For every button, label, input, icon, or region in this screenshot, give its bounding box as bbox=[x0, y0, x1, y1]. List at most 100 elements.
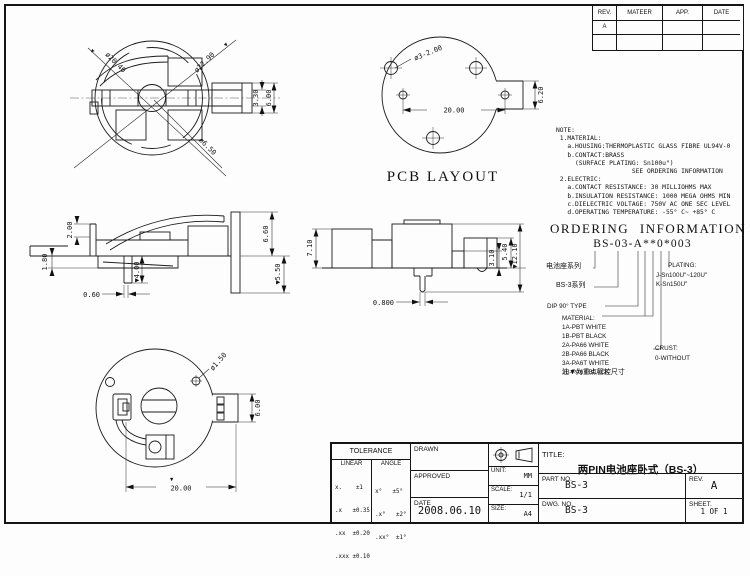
tolerance-title: TOLERANCE bbox=[332, 444, 410, 460]
note-line: a.HOUSING:THERMOPLASTIC GLASS FIBRE UL94… bbox=[556, 143, 731, 151]
material-option: 2A-PA66 WHITE bbox=[562, 342, 609, 349]
empty-cell bbox=[663, 35, 703, 50]
tolerance-linear-row: .x ±0.35 bbox=[335, 507, 370, 514]
key-mark-icon: ▼ bbox=[223, 41, 230, 48]
dim-bottom-tab: 6.00 bbox=[254, 400, 262, 417]
ordering-plating-option: K-Sn150U" bbox=[656, 281, 688, 288]
note-line: SEE ORDERING INFORMATION bbox=[556, 168, 723, 176]
date-value: 2008.06.10 bbox=[417, 505, 482, 517]
ordering-material-list: 1A-PBT WHITE 1B-PBT BLACK 2A-PA66 WHITE … bbox=[562, 323, 609, 377]
dim-top-tab-height: 6.00 bbox=[265, 90, 273, 107]
material-option: 1A-PBT WHITE bbox=[562, 324, 606, 331]
dim-sideb-540: 5.40 bbox=[501, 244, 509, 261]
ordering-plating-option: J-Sn100U"~120U" bbox=[656, 272, 708, 279]
tolerance-linear-row: .xxx ±0.10 bbox=[335, 553, 370, 560]
dim-top-tab-inner: 3.30 bbox=[252, 90, 260, 107]
dim-sidea-060: 0.60 bbox=[83, 291, 100, 299]
dim-sidea-180: 1.80 bbox=[41, 254, 49, 271]
note-line: c.DIELECTRIC VOLTAGE: 750V AC ONE SEC LE… bbox=[556, 200, 731, 208]
tolerance-linear-row: .xx ±0.20 bbox=[335, 530, 370, 537]
dim-sideb-710: 7.10 bbox=[306, 240, 314, 257]
dim-sidea-400: ▼4.00 bbox=[133, 261, 141, 282]
part-no-value: BS-3 bbox=[565, 480, 588, 491]
signature-section: DRAWN APPROVED DATE 2008.06.10 bbox=[411, 444, 489, 522]
drawn-label: DRAWN bbox=[414, 446, 439, 453]
tolerance-angle-row: x° ±5° bbox=[375, 489, 404, 496]
title-section: TITLE: 两PIN电池座卧式（BS-3） PART NO. BS-3 REV… bbox=[539, 444, 742, 524]
note-line: b.INSULATION RESISTANCE: 1000 MEGA OHMS … bbox=[556, 192, 731, 200]
unit-value: MM bbox=[523, 472, 532, 480]
revision-table: REV. MATEER APP. DATE A bbox=[592, 6, 744, 51]
dim-sideb-1210: ▼12.10 bbox=[511, 243, 519, 268]
dim-pcb-holes: ø3-2.00 bbox=[413, 44, 443, 62]
tolerance-linear-row: x. ±1 bbox=[335, 485, 363, 492]
pcb-layout-drawing: 20.00 6.20 ø3-2.00 PCB LAYOUT bbox=[380, 36, 545, 185]
dim-pcb-pitch: 20.00 bbox=[443, 107, 464, 115]
tolerance-angle-row: .xx° ±1° bbox=[375, 534, 407, 541]
app-col-header: APP. bbox=[663, 6, 703, 21]
empty-cell bbox=[617, 35, 663, 50]
ordering-information-title: ORDERING INFORMATION bbox=[550, 221, 746, 236]
part-no-label: PART NO. bbox=[542, 476, 572, 483]
material-option: 1B-PBT BLACK bbox=[562, 333, 607, 340]
dim-sideb-310: 3.10 bbox=[488, 250, 496, 267]
dim-sidea-550: ▼5.50 bbox=[274, 263, 282, 284]
title-block: TOLERANCE LINEAR x. ±1 .x ±0.35 .xx ±0.2… bbox=[330, 442, 744, 560]
note-line: d.OPERATING TEMPERATURE: -55° C~ +85° C bbox=[556, 209, 716, 217]
note-line: (SURFACE PLATING: Sn100u") bbox=[556, 159, 674, 167]
empty-cell bbox=[703, 21, 740, 35]
drawing-title: 两PIN电池座卧式（BS-3） bbox=[577, 464, 704, 476]
ordering-dip-label: DIP 90° TYPE bbox=[547, 303, 587, 310]
date-col-header: DATE bbox=[703, 6, 740, 21]
material-option: 3A-PA6T WHITE bbox=[562, 360, 610, 367]
dim-bottom-pitch: 20.00 bbox=[170, 485, 191, 493]
tolerance-section: TOLERANCE LINEAR x. ±1 .x ±0.35 .xx ±0.2… bbox=[332, 444, 411, 560]
bottom-view-drawing: ø1.50 ▼ 20.00 6.00 bbox=[95, 348, 262, 493]
tolerance-angle-row: .x° ±2° bbox=[375, 511, 407, 518]
side-view-b-drawing: 7.10 5.40 3.10 ▼12.10 0.800 bbox=[306, 219, 526, 307]
title-label: TITLE: bbox=[542, 450, 565, 459]
size-label: SIZE: bbox=[491, 506, 507, 512]
rev-value: A bbox=[710, 479, 718, 492]
pcb-layout-caption: PCB LAYOUT bbox=[387, 169, 499, 185]
tolerance-linear-header: LINEAR bbox=[340, 461, 363, 467]
key-mark-icon: ▼ bbox=[89, 48, 96, 55]
key-mark-icon: ▼ bbox=[170, 477, 174, 483]
note-line: 2.ELECTRIC: bbox=[556, 176, 602, 184]
empty-cell bbox=[593, 35, 617, 50]
sheet-value: 1 OF 1 bbox=[700, 507, 728, 516]
mateer-col-header: MATEER bbox=[617, 6, 663, 21]
ordering-material-title: MATERIAL: bbox=[562, 315, 595, 322]
date-label: DATE bbox=[414, 500, 431, 507]
ordering-key-note: 注▼为重点管控尺寸 bbox=[562, 369, 625, 376]
size-value: A4 bbox=[523, 510, 532, 518]
rev-value-cell: A bbox=[593, 20, 617, 35]
note-line: a.CONTACT RESISTANCE: 30 MILLIOHMS MAX bbox=[556, 184, 712, 192]
dim-pcb-tab: 6.20 bbox=[537, 87, 545, 104]
dim-sidea-2: 2.00 bbox=[66, 222, 74, 239]
ordering-crust-title: CRUST: bbox=[655, 345, 678, 352]
unit-label: UNIT: bbox=[491, 468, 506, 474]
empty-cell bbox=[617, 20, 663, 35]
dwg-no-value: BS-3 bbox=[565, 505, 588, 516]
rev-label: REV. bbox=[689, 476, 704, 483]
dim-sideb-0800: 0.800 bbox=[373, 299, 394, 307]
dim-bottom-hole: ø1.50 bbox=[208, 351, 228, 372]
ordering-leader-lines bbox=[593, 251, 670, 350]
tolerance-angle-header: ANGLE bbox=[380, 461, 402, 467]
top-view-drawing: ø20.40 ▼ ø22.90 ▼ ø6.50 3.30 6.00 bbox=[70, 39, 280, 177]
empty-cell bbox=[663, 20, 703, 35]
dwg-no-label: DWG. NO. bbox=[542, 501, 574, 508]
ordering-crust-option: 0-WITHOUT bbox=[655, 355, 690, 362]
material-option: 2B-PA66 BLACK bbox=[562, 351, 610, 358]
note-block: NOTE: 1.MATERIAL: a.HOUSING:THERMOPLASTI… bbox=[556, 127, 744, 217]
ordering-code: BS-03-A**0*003 bbox=[593, 238, 692, 250]
note-line: NOTE: bbox=[556, 127, 575, 134]
approved-label: APPROVED bbox=[414, 473, 451, 480]
ordering-series2-label: BS-3系列 bbox=[556, 282, 586, 289]
side-view-a-drawing: 2.00 1.80 0.60 ▼4.00 6.60 ▼5.50 bbox=[29, 211, 290, 299]
scale-label: SCALE: bbox=[491, 487, 513, 493]
ordering-plating-title: PLATING: bbox=[668, 262, 697, 269]
projection-symbol-icon bbox=[492, 447, 532, 463]
scale-value: 1/1 bbox=[519, 491, 532, 499]
